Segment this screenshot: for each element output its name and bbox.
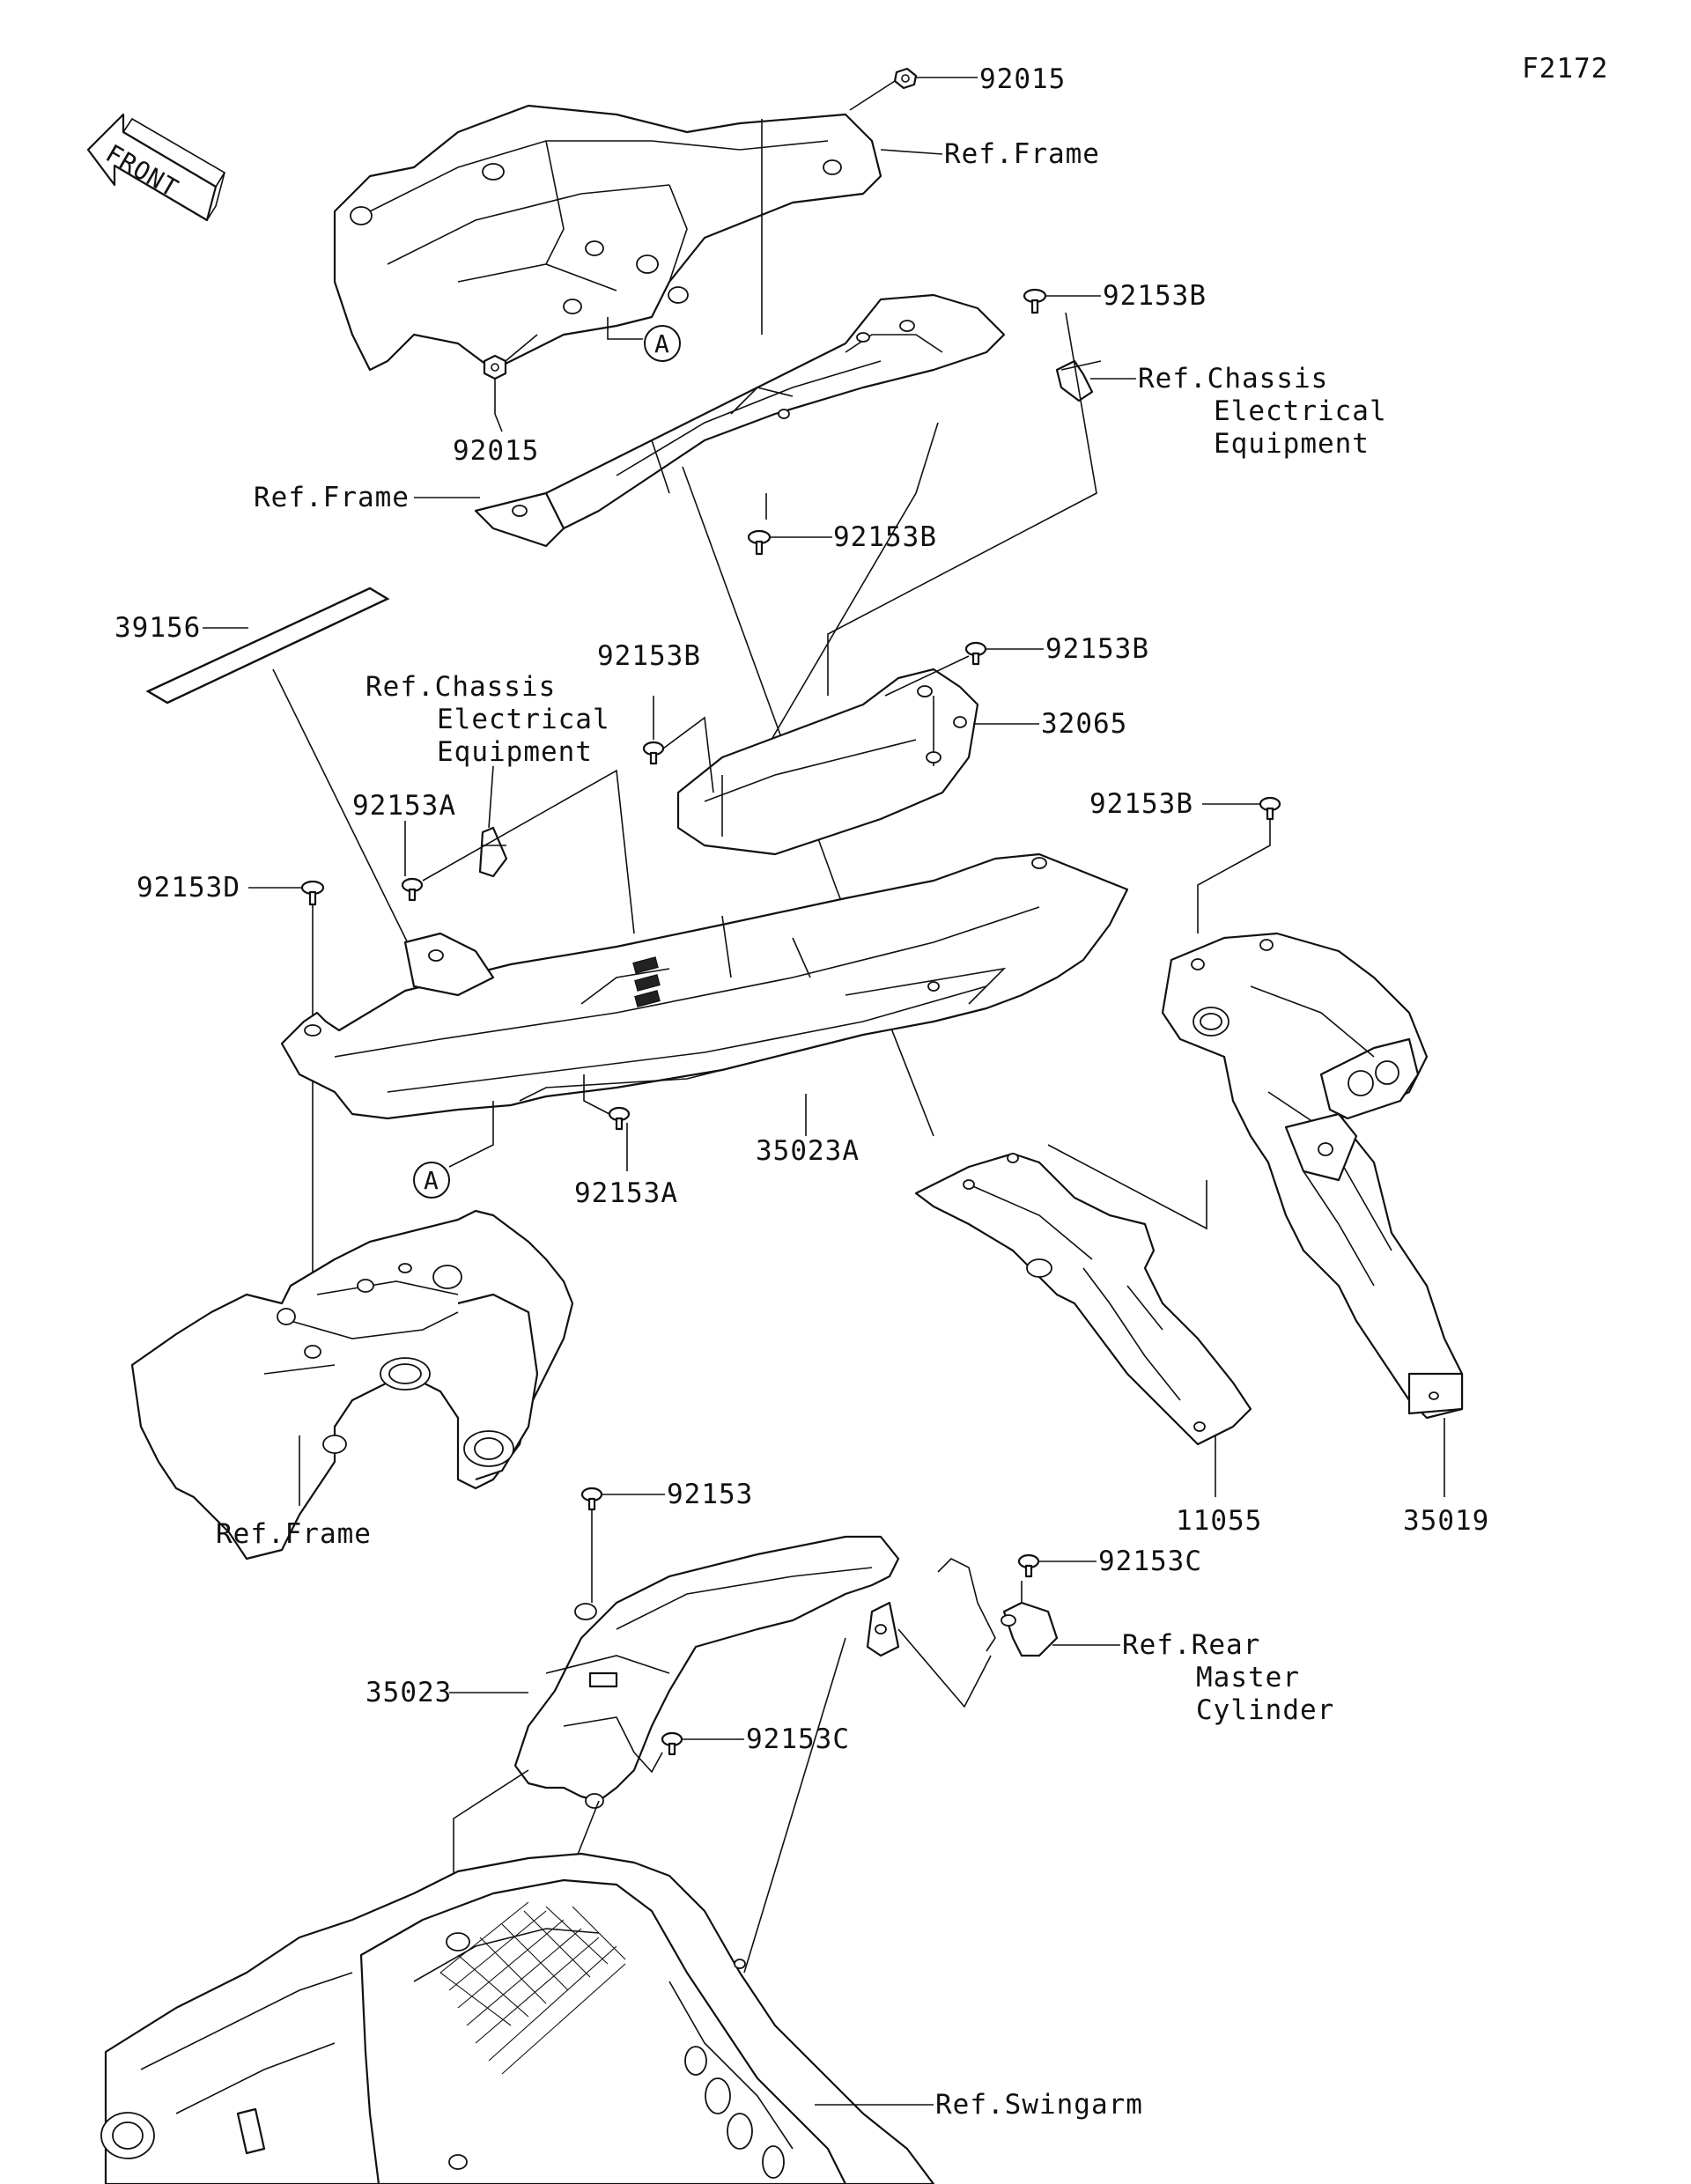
svg-text:A: A bbox=[424, 1166, 439, 1195]
label-bolt-c-mid: 92153C bbox=[746, 1723, 850, 1755]
label-nut-left: 92015 bbox=[453, 435, 539, 467]
label-ref-frame-bottom: Ref.Frame bbox=[216, 1518, 372, 1550]
label-bolt-d: 92153D bbox=[137, 872, 240, 904]
label-ref-chassis-2-line1: Ref.Chassis bbox=[366, 671, 556, 703]
label-bracket-32065: 32065 bbox=[1041, 708, 1127, 740]
label-ref-swingarm: Ref.Swingarm bbox=[935, 2089, 1143, 2121]
leader-bolt-b-right-to-bracket bbox=[884, 655, 970, 697]
leader-nut-left bbox=[494, 379, 503, 432]
label-fender-35023A: 35023A bbox=[756, 1135, 860, 1167]
svg-text:A: A bbox=[654, 329, 670, 358]
leader-ref-frame-top bbox=[880, 149, 943, 155]
label-ref-chassis-1-line3: Equipment bbox=[1214, 428, 1370, 460]
front-arrow-icon: FRONT bbox=[86, 113, 226, 222]
callout-a-bottom: A bbox=[413, 1162, 450, 1199]
rear-fender-35023-illustration bbox=[513, 1535, 900, 1809]
leader-mount-to-flap bbox=[1047, 1144, 1207, 1230]
bracket-32065-illustration bbox=[676, 668, 979, 856]
leader-a-top bbox=[607, 317, 643, 340]
label-bolt-a-bottom: 92153A bbox=[574, 1177, 678, 1209]
leader-bolt-a-bottom-up bbox=[583, 1074, 610, 1115]
bolt-b-far-right-icon bbox=[1259, 796, 1281, 821]
bolt-b-right-icon bbox=[964, 641, 987, 666]
nut-top-icon bbox=[893, 67, 918, 90]
bolt-b-left-icon bbox=[642, 741, 665, 765]
label-bolt-92153: 92153 bbox=[667, 1479, 753, 1510]
label-ref-chassis-2-line2: Electrical bbox=[437, 704, 610, 735]
callout-a-top: A bbox=[644, 325, 681, 362]
label-sticker: 39156 bbox=[114, 612, 201, 644]
label-bolt-b-center: 92153B bbox=[833, 521, 937, 553]
frame-top-illustration bbox=[333, 104, 882, 372]
label-ref-rear-line2: Master bbox=[1196, 1662, 1300, 1693]
label-nut-top: 92015 bbox=[979, 63, 1066, 95]
leader-nut-top-to-frame bbox=[849, 80, 896, 111]
leader-clip-to-fender bbox=[897, 1628, 992, 1708]
leader-sticker-to-fender bbox=[272, 668, 410, 948]
label-bolt-a-left: 92153A bbox=[352, 790, 456, 822]
label-ref-chassis-1-line1: Ref.Chassis bbox=[1138, 363, 1328, 395]
figure-code: F2172 bbox=[1522, 53, 1608, 85]
label-bolt-b-left: 92153B bbox=[597, 640, 701, 672]
label-fender-35023: 35023 bbox=[366, 1677, 452, 1708]
leader-bolt-b-far-right-down bbox=[1197, 819, 1271, 933]
label-ref-chassis-2-line3: Equipment bbox=[437, 736, 593, 768]
bolt-d-icon bbox=[300, 880, 325, 906]
bolt-c-right-icon bbox=[1017, 1553, 1040, 1578]
rear-fender-35023A-illustration bbox=[280, 852, 1129, 1120]
bolt-a-left-icon bbox=[401, 877, 424, 902]
leader-subframe-to-bracket bbox=[765, 422, 939, 749]
mount-11055-illustration bbox=[914, 1152, 1252, 1446]
rear-subframe-illustration bbox=[474, 293, 1006, 548]
chassis-clip-mid-icon bbox=[478, 826, 508, 878]
leader-bolt-c-mid-to-fender bbox=[633, 1752, 663, 1774]
sticker-shape bbox=[145, 587, 390, 705]
label-bolt-b-top-right: 92153B bbox=[1103, 280, 1207, 312]
bolt-92153-icon bbox=[580, 1487, 603, 1511]
frame-bottom-left-illustration bbox=[130, 1209, 574, 1561]
nut-left-icon bbox=[483, 354, 507, 380]
swingarm-illustration bbox=[100, 1852, 935, 2184]
label-mount-11055: 11055 bbox=[1176, 1505, 1262, 1537]
chassis-clip-top-icon bbox=[1055, 359, 1102, 402]
bolt-b-top-right-icon bbox=[1023, 288, 1047, 314]
leader-a-bottom bbox=[448, 1101, 494, 1168]
leader-bolt-a-left-to-fender bbox=[422, 769, 635, 934]
bolt-a-bottom-icon bbox=[608, 1106, 631, 1131]
leader-nut-left-up bbox=[505, 334, 538, 362]
label-bolt-b-far-right: 92153B bbox=[1089, 788, 1193, 820]
label-flap-35019: 35019 bbox=[1403, 1505, 1489, 1537]
master-cylinder-clip-icon bbox=[937, 1558, 1059, 1657]
leader-subframe-to-mount bbox=[682, 466, 934, 1137]
label-ref-frame-mid: Ref.Frame bbox=[254, 482, 410, 513]
leader-ref-chassis-2 bbox=[488, 765, 494, 829]
flap-35019-illustration bbox=[1161, 932, 1464, 1420]
leader-bolt-b-to-bracket bbox=[827, 312, 1097, 696]
label-bolt-b-right: 92153B bbox=[1045, 633, 1149, 665]
bolt-b-center-icon bbox=[747, 529, 772, 556]
label-ref-frame-top: Ref.Frame bbox=[944, 138, 1100, 170]
bolt-c-mid-icon bbox=[661, 1731, 683, 1756]
label-ref-chassis-1-line2: Electrical bbox=[1214, 395, 1387, 427]
label-ref-rear-line3: Cylinder bbox=[1196, 1694, 1334, 1726]
label-ref-rear-line1: Ref.Rear bbox=[1122, 1629, 1260, 1661]
leader-bolt-b-left-to-bracket bbox=[662, 716, 714, 793]
leader-fender-to-swingarm-right bbox=[743, 1637, 846, 1974]
label-bolt-c-right: 92153C bbox=[1098, 1546, 1202, 1577]
